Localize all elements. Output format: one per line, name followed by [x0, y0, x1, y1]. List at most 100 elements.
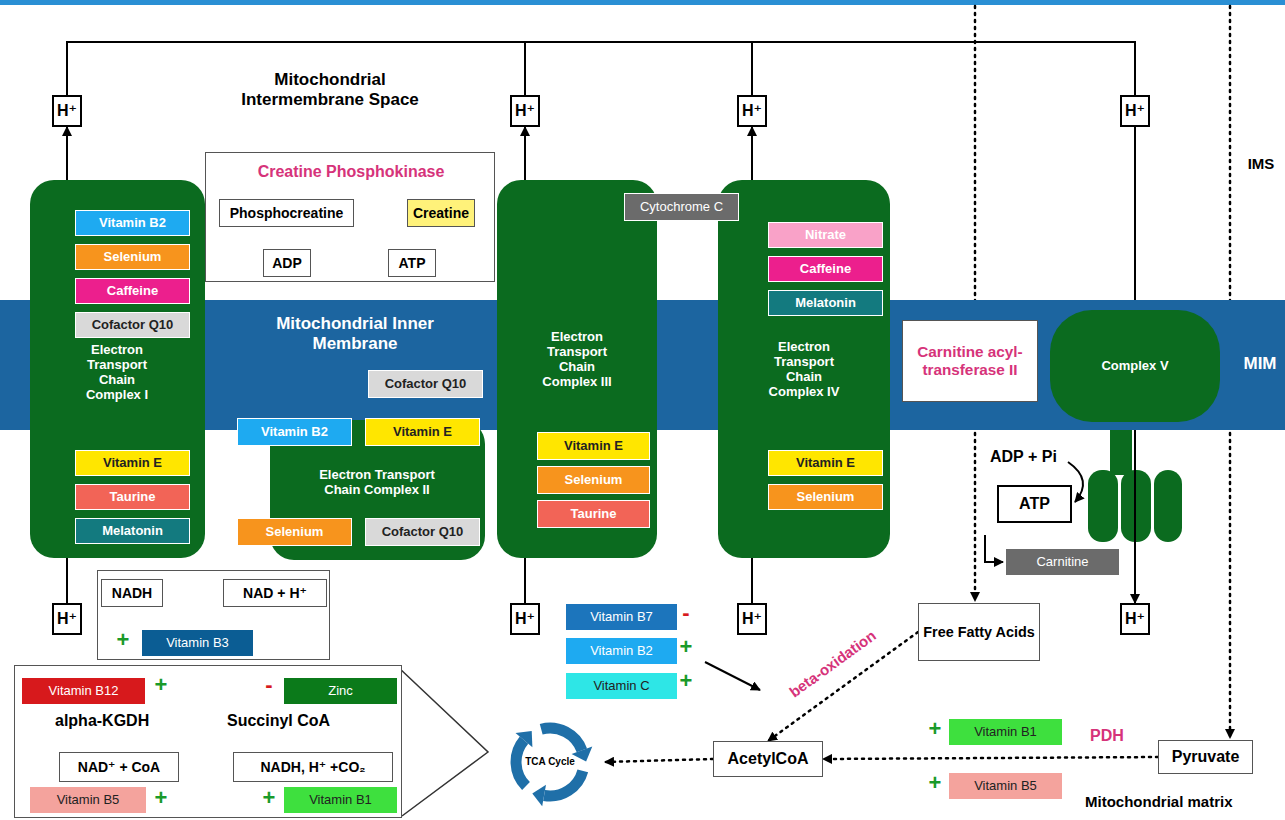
nutrient-box: Vitamin E: [75, 450, 190, 476]
complex: Electron Transport Chain Complex IVitami…: [30, 180, 205, 558]
enzyme-box: Carnitine acyl-transferase II: [902, 320, 1038, 402]
node-text: Nitrate: [805, 228, 846, 243]
node-text: Vitamin E: [796, 456, 855, 471]
molecule-box: NAD + H⁺: [223, 579, 327, 607]
nutrient-box: Taurine: [75, 484, 190, 510]
node-text: Selenium: [565, 473, 623, 488]
node-text: Vitamin B3: [166, 636, 229, 651]
node-text: Zinc: [328, 684, 353, 699]
nutrient-box: Melatonin: [768, 290, 883, 316]
nutrient-box: Vitamin E: [365, 418, 480, 446]
cycle-symbol: TCA Cycle: [495, 712, 605, 812]
node-text: Selenium: [797, 490, 855, 505]
node-text: Creatine Phosphokinase: [206, 163, 496, 181]
node-text: Free Fatty Acids: [923, 624, 1034, 641]
label: IMS: [1240, 155, 1282, 172]
node-text: -: [259, 672, 279, 697]
node-text: Selenium: [266, 525, 324, 540]
node-text: H⁺: [1125, 102, 1145, 120]
node-text: Pyruvate: [1172, 748, 1240, 766]
node-text: H⁺: [742, 102, 762, 120]
node-text: Carnitine acyl-transferase II: [903, 343, 1037, 378]
node-text: Caffeine: [107, 284, 158, 299]
node-text: Taurine: [571, 507, 617, 522]
node-text: Vitamin B1: [974, 725, 1037, 740]
node-text: Melatonin: [795, 296, 856, 311]
molecule-box: Phosphocreatine: [219, 199, 354, 227]
node-text: Cofactor Q10: [385, 377, 467, 392]
enzyme-panel: Creatine PhosphokinasePhosphocreatine Cre…: [205, 152, 495, 282]
nutrient-box: Melatonin: [75, 518, 190, 544]
nutrient-box: Taurine: [537, 500, 650, 528]
node-text: Vitamin B2: [590, 644, 653, 659]
label: ADP + Pi: [990, 448, 1070, 466]
nutrient-box: Selenium: [75, 244, 190, 270]
molecule-box: NAD⁺ + CoA: [59, 752, 179, 782]
nutrient-box: Vitamin B1: [283, 786, 398, 814]
proton-box: H⁺: [52, 95, 82, 127]
nutrient-box: Caffeine: [768, 256, 883, 282]
node-text: NADH: [112, 585, 152, 601]
molecule-box: Free Fatty Acids: [918, 603, 1040, 661]
molecule-box: NADH: [101, 579, 163, 607]
nutrient-box: Vitamin B5: [948, 772, 1063, 800]
label: +: [926, 770, 944, 795]
proton-box: H⁺: [737, 95, 767, 127]
nutrient-box: Cofactor Q10: [368, 370, 483, 398]
nutrient-box: Vitamin B2: [237, 418, 352, 446]
edge-label: PDH: [1088, 727, 1126, 745]
node-text: Vitamin B5: [57, 793, 120, 808]
node-text: Melatonin: [102, 524, 163, 539]
nutrient-box: Vitamin B2: [75, 210, 190, 236]
node-text: Cofactor Q10: [92, 318, 174, 333]
node-text: MIM: [1238, 354, 1282, 374]
node-text: Vitamin B1: [309, 793, 372, 808]
molecule-box: NADH, H⁺ +CO₂: [233, 752, 393, 782]
node-text: Vitamin E: [393, 425, 452, 440]
nutrient-box: Vitamin B2: [565, 637, 678, 665]
complex: Complex V: [1050, 310, 1220, 422]
node-text: Creatine: [413, 205, 469, 221]
nutrient-box: Nitrate: [768, 222, 883, 248]
nutrient-box: Cytochrome C: [624, 193, 739, 221]
proton-box: H⁺: [737, 603, 767, 635]
label: Mitochondrial Intermembrane Space: [220, 70, 440, 109]
connector: [605, 759, 713, 762]
connector: [752, 42, 1135, 95]
proton-box: H⁺: [1120, 95, 1150, 127]
complex: Electron Transport Chain Complex IIVitam…: [270, 420, 485, 560]
node-text: +: [151, 785, 171, 810]
node-text: H⁺: [57, 102, 77, 120]
nutrient-box: Vitamin B7: [565, 603, 678, 631]
nutrient-box: Cofactor Q10: [75, 312, 190, 338]
nutrient-box: Vitamin B12: [21, 677, 146, 705]
complex: Electron Transport Chain Complex III Vita…: [497, 180, 657, 558]
node-text: H⁺: [515, 102, 535, 120]
proton-box: H⁺: [1120, 603, 1150, 635]
label: +: [926, 716, 944, 741]
nutrient-box: Vitamin B3: [141, 629, 254, 657]
node-text: TCA Cycle: [525, 756, 575, 768]
node-text: Caffeine: [800, 262, 851, 277]
node-text: NADH, H⁺ +CO₂: [260, 759, 365, 775]
connector: [823, 757, 1158, 759]
top-rule: [0, 0, 1285, 5]
proton-box: H⁺: [52, 603, 82, 635]
node-text: NAD + H⁺: [243, 585, 307, 601]
node-text: AcetylCoA: [728, 750, 809, 768]
node-text: Mitochondrial Inner Membrane: [245, 314, 465, 353]
nutrient-box: Cofactor Q10: [365, 518, 480, 546]
nutrient-box: Selenium: [237, 518, 352, 546]
vitamin-arrow: [705, 662, 760, 690]
node-text: Cytochrome C: [640, 200, 723, 215]
node-text: Vitamin B12: [49, 684, 119, 699]
node-text: Electron Transport Chain Complex III: [532, 330, 622, 390]
node-text: Electron Transport Chain Complex IV: [759, 340, 849, 400]
node-text: ATP: [1019, 495, 1050, 513]
node-text: Vitamin E: [103, 456, 162, 471]
reaction-panel: +-alpha-KGDHSuccinyl CoA++Vitamin B12Zin…: [14, 665, 402, 818]
node-text: Succinyl CoA: [227, 712, 377, 730]
node-text: Vitamin B7: [590, 610, 653, 625]
nutrient-box: Vitamin E: [537, 432, 650, 460]
node-text: +: [112, 627, 134, 652]
